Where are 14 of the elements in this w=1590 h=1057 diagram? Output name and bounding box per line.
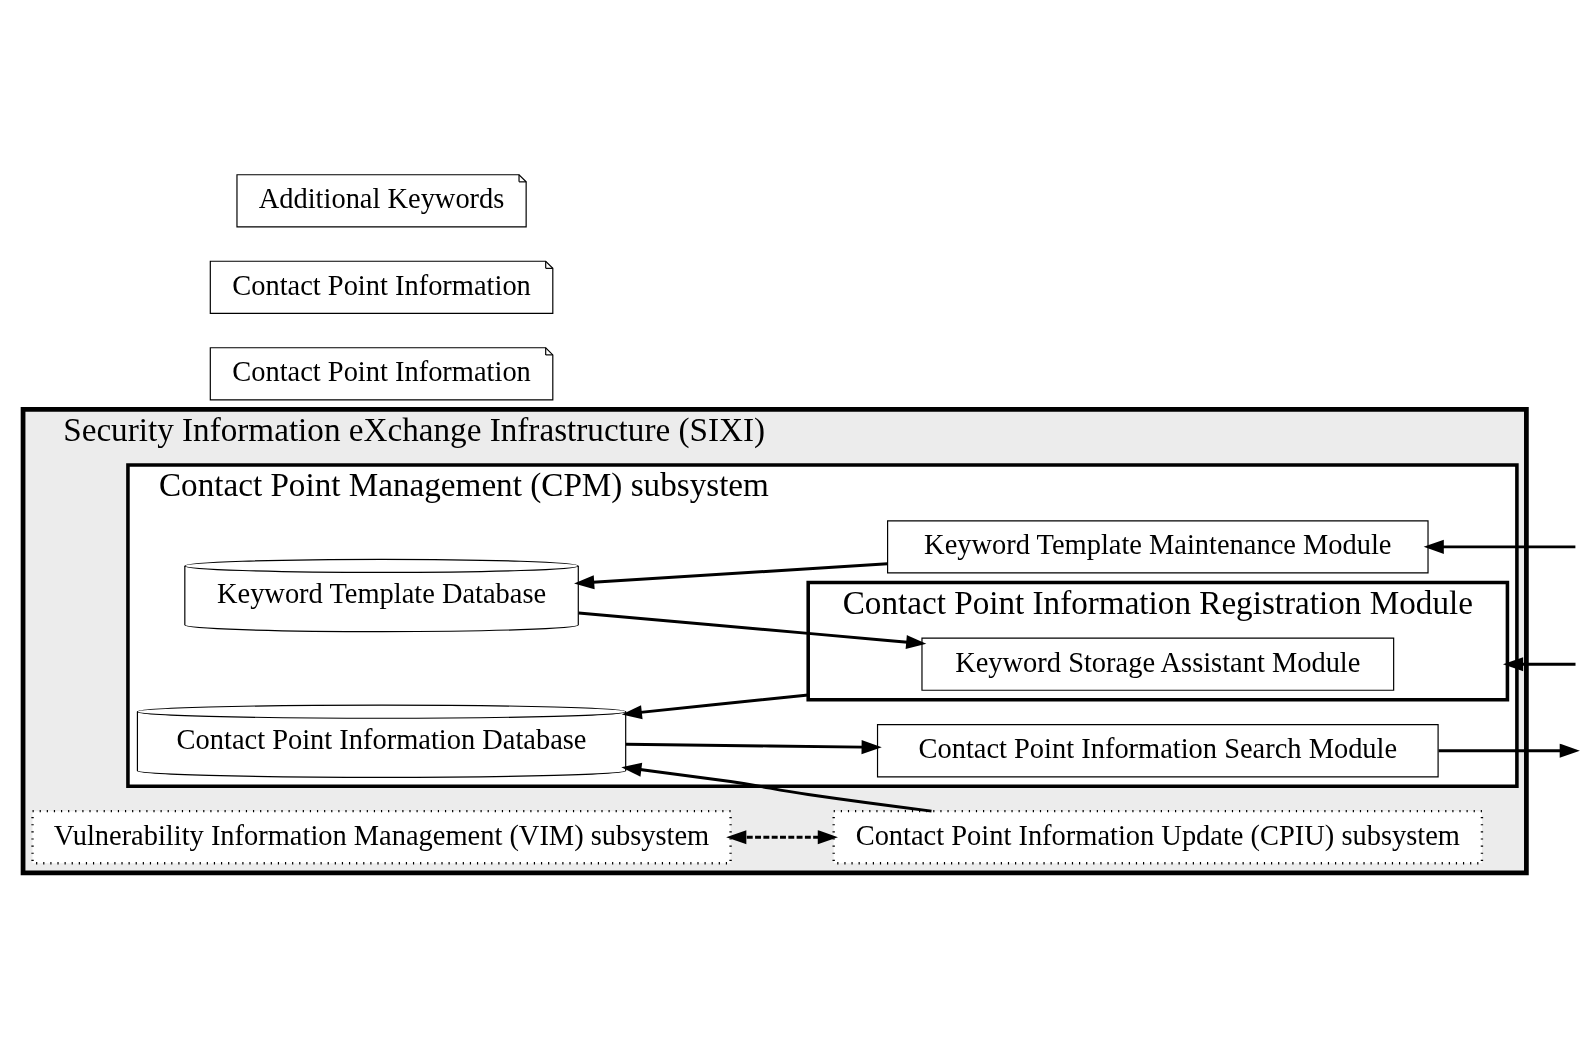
arrow [1502,657,1576,672]
arrow [726,830,838,845]
node-box: Keyword Template Maintenance Module [887,520,1429,574]
arrow [1423,539,1576,554]
arrow [578,611,927,650]
node-box: Contact Point Information Update (CPIU) subsystem [832,809,1484,865]
arrow [621,762,932,813]
node-box: Keyword Storage Assistant Module [921,637,1395,691]
arrow [574,562,888,590]
node-box: Vulnerability Information Management (VIM) subsystem [31,809,732,865]
arrow [1438,743,1580,758]
node-box: Contact Point Information Search Module [876,724,1439,778]
arrow [626,740,882,755]
arrow [621,693,809,720]
